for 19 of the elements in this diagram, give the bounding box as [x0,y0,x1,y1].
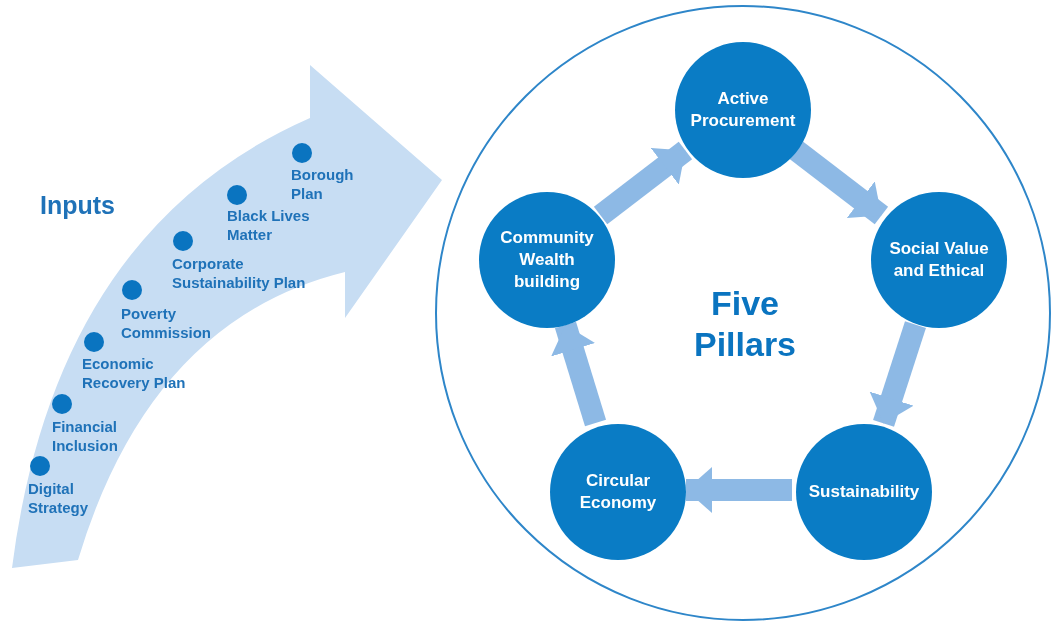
input-label: Poverty Commission [121,305,212,343]
input-label: Financial Inclusion [52,418,119,456]
input-label: Borough Plan [291,166,355,204]
input-label: Digital Strategy [28,480,90,518]
pillar-label: Community Wealth building [499,226,595,294]
pillar-label: Active Procurement [689,87,797,132]
block-arrow [789,141,889,225]
outer-circle [435,5,1051,621]
input-label: Corporate Sustainability Plan [172,255,307,293]
inputs-heading: Inputs [40,190,116,221]
pillar-label: Social Value and Ethical [888,237,990,282]
block-arrow [551,321,607,427]
block-arrow [593,141,693,225]
center-title: Five Pillars [692,283,798,365]
pillar-label: Circular Economy [578,469,658,514]
input-label: Economic Recovery Plan [82,355,187,393]
block-arrow [869,321,926,427]
pillar-label: Sustainability [807,480,921,503]
input-label: Black Lives Matter [227,207,311,245]
